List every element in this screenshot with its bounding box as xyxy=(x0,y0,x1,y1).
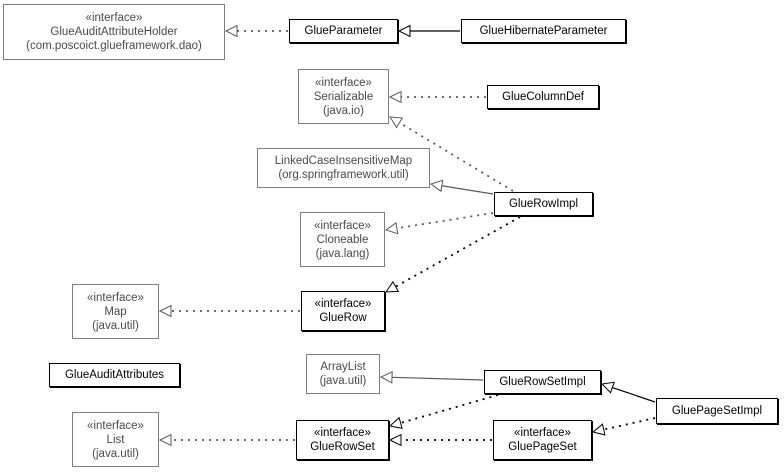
class-name: LinkedCaseInsensitiveMap xyxy=(274,155,413,167)
package-label: (java.lang) xyxy=(315,247,370,260)
class-name: GlueRowImpl xyxy=(508,198,579,210)
class-name: Cloneable xyxy=(316,233,369,246)
node-glue-row-set-impl[interactable]: GlueRowSetImpl xyxy=(484,370,601,394)
node-glue-audit-attributes[interactable]: GlueAuditAttributes xyxy=(49,363,180,387)
class-name: GlueParameter xyxy=(304,25,383,37)
node-glue-row-impl[interactable]: GlueRowImpl xyxy=(494,192,593,216)
inheritance-arrowhead xyxy=(389,116,404,129)
inheritance-arrowhead xyxy=(224,24,238,38)
class-name: GluePageSet xyxy=(508,441,577,453)
node-array-list[interactable]: ArrayList (java.util) xyxy=(306,354,380,394)
package-label: (com.poscoict.glueframework.dao) xyxy=(26,40,202,52)
relation-line-glue-row-impl-to-glue-row xyxy=(395,216,521,288)
package-label: (org.springframework.util) xyxy=(278,169,409,181)
class-name: GlueColumnDef xyxy=(502,91,584,103)
node-glue-row[interactable]: «interface» GlueRow xyxy=(301,291,385,331)
stereotype-label: «interface» xyxy=(85,12,143,24)
stereotype-label: «interface» xyxy=(514,427,571,439)
stereotype-label: «interface» xyxy=(314,298,372,310)
relation-line-glue-page-set-impl-to-glue-page-set xyxy=(603,417,656,431)
inheritance-arrowhead xyxy=(388,90,402,104)
relation-line-glue-row-set-impl-to-array-list xyxy=(391,376,484,381)
class-name: GluePageSetImpl xyxy=(671,405,763,417)
node-glue-row-set[interactable]: «interface» GlueRowSet xyxy=(296,420,389,460)
stereotype-label: «interface» xyxy=(87,291,144,304)
relation-line-glue-page-set-impl-to-glue-row-set-impl xyxy=(612,386,656,403)
relation-line-glue-row-impl-to-linked-case-insensitive-map xyxy=(441,185,494,195)
inheritance-arrowhead xyxy=(158,304,172,318)
inheritance-arrowhead xyxy=(591,423,606,436)
class-name: GlueRowSetImpl xyxy=(499,376,586,388)
stereotype-label: «interface» xyxy=(314,427,371,439)
class-name: GlueAuditAttributeHolder xyxy=(50,26,178,38)
class-name: Map xyxy=(104,305,127,318)
stereotype-label: «interface» xyxy=(314,219,371,232)
package-label: (java.util) xyxy=(92,447,139,460)
class-name: GlueHibernateParameter xyxy=(479,25,608,37)
node-glue-hibernate-parameter[interactable]: GlueHibernateParameter xyxy=(461,19,626,43)
node-serializable[interactable]: «interface» Serializable (java.io) xyxy=(298,69,389,124)
inheritance-arrowhead xyxy=(388,433,402,447)
inheritance-arrowhead xyxy=(429,179,444,193)
node-glue-column-def[interactable]: GlueColumnDef xyxy=(487,85,599,109)
relation-line-glue-row-impl-to-cloneable xyxy=(396,212,494,230)
inheritance-arrowhead xyxy=(379,371,393,384)
class-name: Serializable xyxy=(313,90,374,103)
class-name: GlueRow xyxy=(319,312,367,324)
node-map[interactable]: «interface» Map (java.util) xyxy=(72,284,159,339)
class-name: ArrayList xyxy=(320,361,366,373)
class-name: List xyxy=(106,433,125,446)
inheritance-arrowhead xyxy=(385,280,400,293)
inheritance-arrowhead xyxy=(384,221,399,235)
stereotype-label: «interface» xyxy=(87,419,144,432)
node-glue-page-set-impl[interactable]: GluePageSetImpl xyxy=(656,398,778,424)
node-glue-page-set[interactable]: «interface» GluePageSet xyxy=(493,420,592,460)
node-glue-parameter[interactable]: GlueParameter xyxy=(289,19,398,43)
stereotype-label: «interface» xyxy=(315,76,372,89)
class-name: GlueAuditAttributes xyxy=(64,369,165,381)
relation-line-glue-row-set-impl-to-glue-row-set xyxy=(400,394,499,424)
inheritance-arrowhead xyxy=(158,433,172,447)
package-label: (java.util) xyxy=(319,375,367,387)
package-label: (java.util) xyxy=(92,319,139,332)
node-glue-audit-attribute-holder[interactable]: «interface» GlueAuditAttributeHolder (co… xyxy=(3,4,225,60)
package-label: (java.io) xyxy=(323,104,364,117)
node-cloneable[interactable]: «interface» Cloneable (java.lang) xyxy=(300,212,385,267)
inheritance-arrowhead xyxy=(600,381,615,394)
inheritance-arrowhead xyxy=(397,24,411,38)
class-name: GlueRowSet xyxy=(310,441,375,453)
inheritance-arrowhead xyxy=(388,416,403,429)
node-list[interactable]: «interface» List (java.util) xyxy=(72,412,159,467)
node-linked-case-insensitive-map[interactable]: LinkedCaseInsensitiveMap (org.springfram… xyxy=(257,148,430,188)
relation-line-glue-row-impl-to-serializable xyxy=(398,121,514,192)
